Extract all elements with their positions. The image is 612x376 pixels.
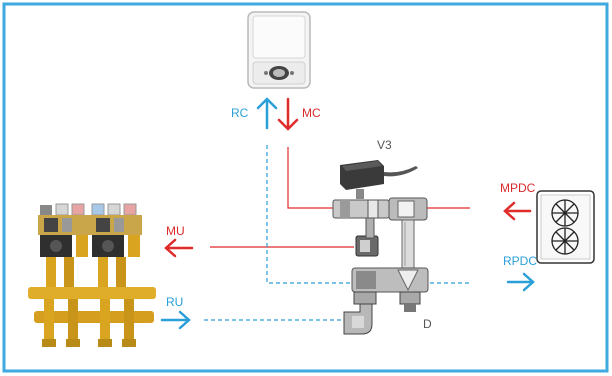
- mpdc-flow-arrow: [505, 203, 530, 219]
- rpdc-return-arrow: [508, 274, 533, 290]
- ru-return-arrow: [162, 312, 189, 328]
- cold-water-pipes: [204, 145, 470, 320]
- boiler-icon: [248, 12, 310, 88]
- mpdc-label: MPDC: [500, 182, 535, 194]
- rc-label: RC: [231, 107, 248, 119]
- rc-return-arrow: [258, 99, 276, 128]
- manifold-icon: [28, 204, 156, 347]
- ru-label: RU: [166, 296, 183, 308]
- mu-flow-arrow: [166, 240, 192, 256]
- heat-pump-icon: [537, 191, 594, 263]
- mu-label: MU: [166, 225, 185, 237]
- d-label: D: [423, 318, 432, 330]
- mc-label: MC: [302, 107, 321, 119]
- rpdc-label: RPDC: [503, 255, 537, 267]
- v3-label: V3: [377, 139, 392, 151]
- mc-flow-arrow: [279, 99, 297, 129]
- hot-water-pipes: [210, 147, 470, 247]
